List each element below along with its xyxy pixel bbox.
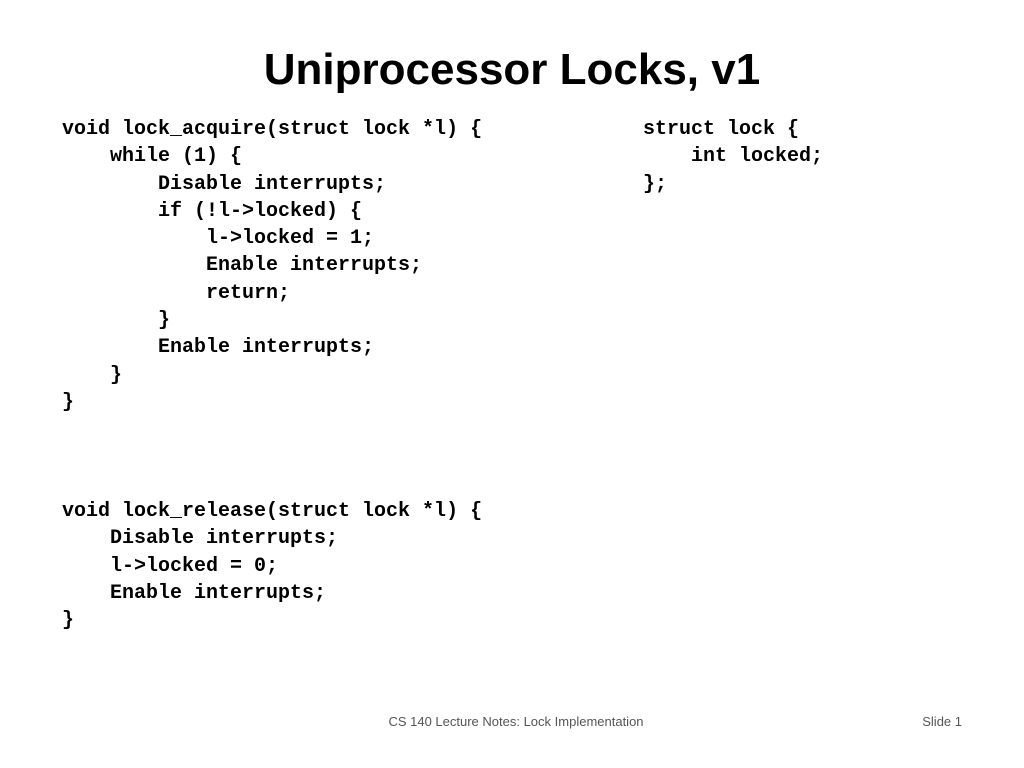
code-line: void lock_release(struct lock *l) { [62, 500, 483, 523]
lock-release-code-block: void lock_release(struct lock *l) { Disa… [62, 498, 482, 634]
code-line: while (1) { [62, 145, 243, 169]
slide-title: Uniprocessor Locks, v1 [263, 45, 761, 94]
code-line: int locked; [643, 145, 824, 169]
code-line: void lock_acquire(struct lock *l) { [62, 118, 483, 141]
lock-struct-code-block: struct lock { int locked; }; [643, 116, 823, 198]
code-line: l->locked = 0; [62, 554, 279, 578]
code-line: } [62, 363, 123, 387]
code-line: } [62, 390, 75, 414]
code-line: if (!l->locked) { [62, 199, 363, 223]
lock-acquire-code-block: void lock_acquire(struct lock *l) { whil… [62, 116, 482, 416]
code-line: } [62, 309, 171, 333]
code-line: Disable interrupts; [62, 527, 339, 551]
footer-slide-number: Slide 1 [922, 714, 962, 729]
code-line: Disable interrupts; [62, 172, 387, 196]
code-line: Enable interrupts; [62, 581, 327, 605]
code-line: Enable interrupts; [62, 336, 375, 360]
code-line: Enable interrupts; [62, 254, 423, 278]
code-line: } [62, 609, 75, 633]
code-line: l->locked = 1; [62, 227, 375, 251]
footer-course-title: CS 140 Lecture Notes: Lock Implementatio… [388, 714, 644, 729]
code-line: struct lock { [643, 118, 800, 141]
code-line: }; [643, 172, 668, 196]
code-line: return; [62, 281, 291, 305]
